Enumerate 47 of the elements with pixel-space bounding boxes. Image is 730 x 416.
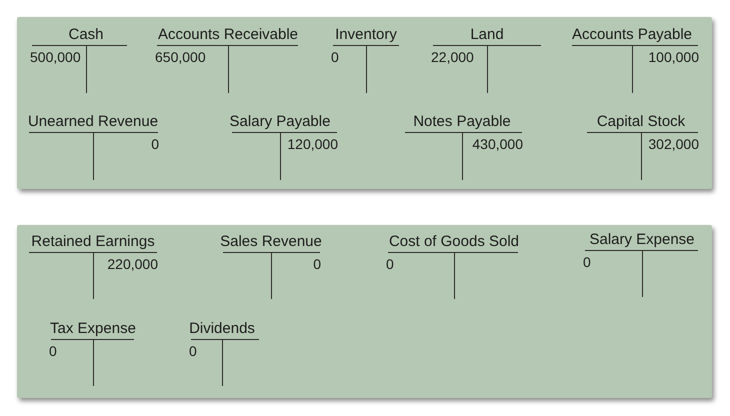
account-balance: 220,000: [107, 256, 158, 272]
account-title: Land: [470, 26, 504, 43]
account-title: Cost of Goods Sold: [388, 233, 520, 250]
t-account: [331, 26, 401, 93]
account-balance: 100,000: [648, 49, 699, 65]
account-balance: 0: [189, 343, 197, 359]
account-balance: 430,000: [472, 136, 523, 152]
account-balance: 120,000: [287, 136, 338, 152]
t-account: [49, 320, 136, 386]
panel: [17, 17, 712, 189]
account-title: Cash: [68, 26, 104, 43]
account-balance: 650,000: [155, 49, 206, 65]
t-account: [27, 113, 160, 180]
account-title: Retained Earnings: [31, 233, 155, 250]
t-account: [30, 26, 129, 93]
t-account: [27, 233, 159, 299]
account-balance: 0: [151, 136, 159, 152]
t-account: [189, 320, 261, 386]
t-account: [403, 113, 524, 180]
account-title: Salary Payable: [230, 113, 330, 130]
t-account: [431, 26, 543, 93]
account-balance: 0: [386, 256, 394, 272]
account-title: Tax Expense: [50, 320, 136, 337]
t-account: [230, 113, 339, 180]
t-account: [220, 233, 322, 299]
account-balance: 0: [331, 49, 339, 65]
t-account: [386, 233, 520, 299]
account-title: Unearned Revenue: [28, 113, 158, 130]
account-balance: 22,000: [431, 49, 474, 65]
t-account: [585, 113, 700, 180]
t-account: [155, 26, 300, 93]
t-account: [570, 26, 700, 93]
account-title: Notes Payable: [413, 113, 511, 130]
panel: [17, 225, 712, 398]
account-balance: 0: [313, 256, 321, 272]
account-title: Inventory: [335, 26, 397, 43]
account-title: Accounts Payable: [572, 26, 692, 43]
t-account: [583, 231, 700, 297]
account-title: Capital Stock: [596, 113, 686, 130]
account-balance: 302,000: [648, 136, 699, 152]
account-title: Sales Revenue: [220, 233, 322, 250]
account-title: Accounts Receivable: [158, 26, 298, 43]
account-title: Dividends: [189, 320, 255, 337]
account-balance: 0: [49, 343, 57, 359]
account-title: Salary Expense: [589, 231, 695, 248]
account-balance: 0: [583, 254, 591, 270]
account-balance: 500,000: [30, 49, 81, 65]
